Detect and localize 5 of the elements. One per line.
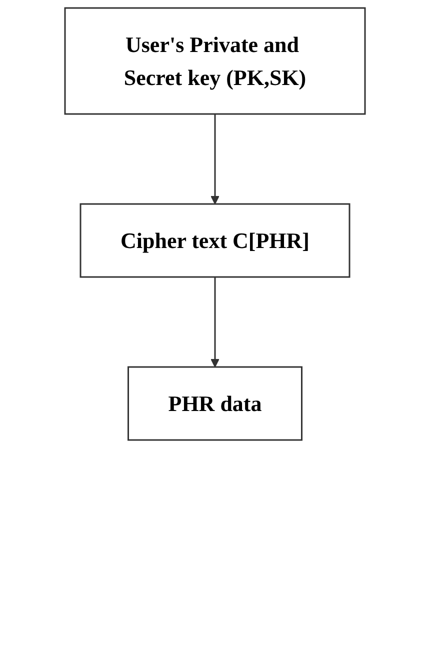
- arrow: [210, 114, 220, 204]
- node-box: User's Private and Secret key (PK,SK): [64, 7, 366, 115]
- arrow: [210, 277, 220, 368]
- node-box: PHR data: [128, 366, 302, 441]
- node-box: Cipher text C[PHR]: [80, 203, 350, 278]
